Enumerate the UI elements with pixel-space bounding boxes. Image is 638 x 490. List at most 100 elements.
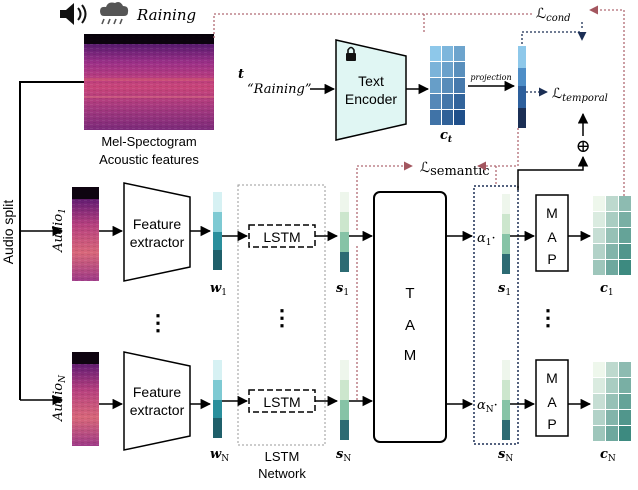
t-symbol: t xyxy=(238,67,244,82)
semantic-connector-right xyxy=(495,128,519,184)
grid-cell xyxy=(430,110,441,125)
c1-label: c1 xyxy=(600,281,614,298)
grid-cell xyxy=(593,196,605,211)
grid-cell xyxy=(430,46,441,61)
projection-to-cond xyxy=(521,31,587,44)
grid-cell xyxy=(606,426,618,441)
grid-cell xyxy=(430,62,441,77)
mel-spectrogram xyxy=(84,34,214,130)
grid-cell xyxy=(619,196,631,211)
grid-cell xyxy=(606,260,618,275)
lstm-cell-1: LSTM xyxy=(248,224,316,248)
grid-cell xyxy=(619,260,631,275)
grid-cell xyxy=(593,244,605,259)
feature-extractor-1: Feature extractor xyxy=(123,182,191,282)
grid-cell xyxy=(454,46,465,61)
grid-cell xyxy=(454,110,465,125)
projection-label: projection xyxy=(470,73,511,82)
grid-cell xyxy=(619,410,631,425)
svg-text:P: P xyxy=(547,251,556,267)
alpha-n-label: αN· xyxy=(477,398,498,415)
wN-vector xyxy=(213,360,222,438)
grid-cell xyxy=(606,378,618,393)
cond-connector-left xyxy=(213,13,532,38)
grid-cell xyxy=(593,212,605,227)
grid-cell xyxy=(606,228,618,243)
cond-connector-right xyxy=(589,5,625,196)
grid-cell xyxy=(593,426,605,441)
grid-cell xyxy=(619,394,631,409)
audio-n-spectrogram xyxy=(72,352,99,446)
svg-text:A: A xyxy=(547,229,557,245)
lock-icon xyxy=(346,46,356,61)
semantic-connector-left xyxy=(356,161,413,230)
grid-cell xyxy=(606,362,618,377)
lstm-network-label-2: Network xyxy=(258,466,306,481)
s1-weighted-vector xyxy=(502,194,510,274)
spectrogram-caption-1: Mel-Spectogram xyxy=(101,134,196,149)
svg-text:Feature: Feature xyxy=(133,216,181,232)
speaker-icon xyxy=(60,3,87,25)
projected-text-vector xyxy=(518,46,526,128)
lstm-network-box xyxy=(237,184,326,446)
grid-cell xyxy=(430,94,441,109)
loss-cond: ℒcond xyxy=(536,6,571,24)
vertical-dots-2: ⋮ xyxy=(271,305,293,331)
svg-text:Encoder: Encoder xyxy=(345,91,397,107)
grid-cell xyxy=(606,196,618,211)
cN-grid xyxy=(593,362,631,441)
svg-text:M: M xyxy=(546,205,558,221)
grid-cell xyxy=(442,46,453,61)
map-block-1: M A P xyxy=(535,194,569,272)
c1-grid xyxy=(593,196,631,275)
grid-cell xyxy=(593,410,605,425)
wN-label: wN xyxy=(210,447,229,464)
feature-extractor-n: Feature extractor xyxy=(123,351,191,451)
weighted-to-oplus xyxy=(517,155,589,190)
grid-cell xyxy=(454,78,465,93)
svg-text:extractor: extractor xyxy=(130,402,185,418)
audio-split-label: Audio split xyxy=(0,200,16,265)
svg-text:T: T xyxy=(405,285,414,302)
grid-cell xyxy=(593,362,605,377)
sN-weighted-vector xyxy=(502,360,510,440)
w1-vector xyxy=(213,192,222,270)
vertical-dots-1: ⋮ xyxy=(147,310,169,336)
grid-cell xyxy=(454,94,465,109)
sN-vector xyxy=(340,360,349,440)
svg-text:LSTM: LSTM xyxy=(263,394,300,410)
ct-grid xyxy=(430,46,465,125)
svg-text:M: M xyxy=(546,370,558,386)
grid-cell xyxy=(430,78,441,93)
w1-label: w1 xyxy=(210,281,227,298)
s1-label: s1 xyxy=(336,281,349,298)
svg-text:extractor: extractor xyxy=(130,234,185,250)
svg-text:M: M xyxy=(404,347,417,364)
svg-text:Text: Text xyxy=(358,73,384,89)
loss-temporal: ℒtemporal xyxy=(552,86,608,104)
grid-cell xyxy=(619,378,631,393)
grid-cell xyxy=(606,212,618,227)
svg-text:LSTM: LSTM xyxy=(263,229,300,245)
grid-cell xyxy=(619,362,631,377)
grid-cell xyxy=(606,244,618,259)
grid-cell xyxy=(593,260,605,275)
grid-cell xyxy=(442,62,453,77)
grid-cell xyxy=(442,94,453,109)
oplus-symbol: ⊕ xyxy=(575,136,590,157)
alpha-1-label: α1· xyxy=(477,231,496,248)
ct-label: ct xyxy=(440,128,453,145)
grid-cell xyxy=(619,212,631,227)
audio-1-spectrogram xyxy=(72,187,99,281)
spectrogram-caption-2: Acoustic features xyxy=(99,152,199,167)
weather-label: Raining xyxy=(136,6,196,24)
text-encoder: Text Encoder xyxy=(335,39,407,141)
grid-cell xyxy=(619,426,631,441)
grid-cell xyxy=(593,394,605,409)
loss-semantic: ℒsemantic xyxy=(420,160,490,179)
audio-1-label: Audio1 xyxy=(51,208,68,253)
map-block-n: M A P xyxy=(535,359,569,437)
grid-cell xyxy=(606,394,618,409)
